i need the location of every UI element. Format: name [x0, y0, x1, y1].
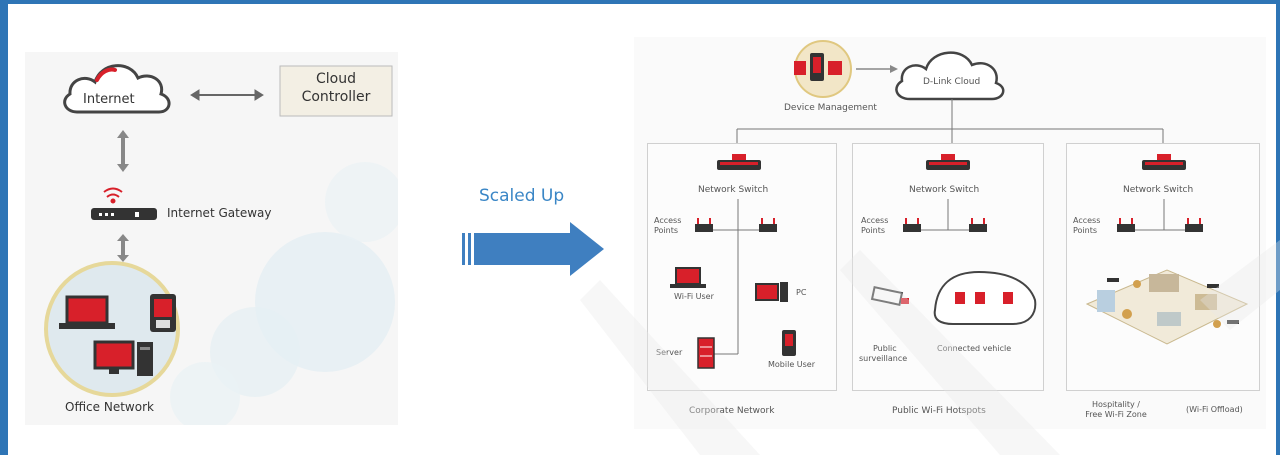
scaled-network-panel: Device Management D-Link Cloud	[634, 37, 1266, 429]
public-wifi-column: Network Switch Access Points Public surv…	[852, 143, 1044, 391]
hospitality-caption-1: Hospitality /	[1092, 400, 1140, 409]
dlink-cloud-icon	[895, 51, 1005, 101]
hospitality-zone-icon	[1085, 269, 1249, 345]
connected-vehicle-icon	[933, 270, 1037, 325]
server-icon	[697, 337, 715, 369]
device-management-label: Device Management	[784, 103, 877, 113]
access-points-label-1: Access	[861, 216, 889, 225]
device-management-icon	[794, 40, 852, 98]
surveillance-label-2: surveillance	[859, 354, 908, 363]
cloud-controller-label-1: Cloud	[316, 71, 356, 87]
dlink-cloud-label: D-Link Cloud	[923, 77, 981, 87]
laptop-icon	[59, 295, 115, 329]
access-points-label-2: Points	[861, 226, 886, 235]
network-switch-label: Network Switch	[1123, 185, 1194, 195]
corporate-network-caption: Corporate Network	[689, 406, 775, 416]
desktop-pc-icon	[93, 340, 153, 376]
access-points-label-2: Points	[654, 226, 679, 235]
pc-label: PC	[796, 288, 807, 297]
access-point-icon	[759, 218, 777, 232]
mobile-user-label: Mobile User	[768, 360, 816, 369]
access-points-label-2: Points	[1073, 226, 1098, 235]
network-switch-icon	[926, 154, 970, 170]
hospitality-column: Network Switch Access Points	[1066, 143, 1260, 391]
access-point-icon	[695, 218, 713, 232]
server-label: Server	[656, 348, 683, 357]
cloud-controller-box	[279, 65, 393, 117]
access-points-label-1: Access	[1073, 216, 1101, 225]
gateway-label: Internet Gateway	[167, 206, 272, 220]
public-wifi-caption: Public Wi-Fi Hotspots	[892, 406, 986, 416]
wifi-offload-caption: (Wi-Fi Offload)	[1186, 405, 1243, 414]
double-arrow-icon	[190, 89, 264, 101]
tablet-icon	[150, 294, 176, 332]
access-point-icon	[969, 218, 987, 232]
wifi-user-label: Wi-Fi User	[674, 292, 714, 301]
cloud-controller-label-2: Controller	[301, 89, 371, 105]
wifi-icon	[103, 187, 123, 204]
network-switch-icon	[717, 154, 761, 170]
pc-icon	[755, 282, 788, 302]
scaled-up-arrow-icon	[462, 222, 604, 276]
mobile-phone-icon	[782, 330, 796, 356]
scaled-network-diagram	[736, 40, 1164, 143]
network-switch-label: Network Switch	[698, 185, 769, 195]
access-point-icon	[1185, 218, 1203, 232]
scaled-up-label: Scaled Up	[479, 186, 565, 206]
corporate-network-column: Network Switch Access Points Wi-Fi User …	[647, 143, 837, 391]
access-points-label-1: Access	[654, 216, 682, 225]
hospitality-caption-2: Free Wi-Fi Zone	[1085, 410, 1147, 419]
access-point-icon	[903, 218, 921, 232]
internet-cloud-icon	[63, 64, 171, 114]
access-point-icon	[1117, 218, 1135, 232]
surveillance-camera-icon	[870, 286, 909, 306]
wifi-user-laptop-icon	[670, 267, 706, 288]
office-network-label: Office Network	[65, 400, 154, 414]
connected-vehicle-label: Connected vehicle	[937, 344, 1012, 353]
vertical-arrow-icon	[117, 130, 129, 172]
office-network-diagram	[44, 64, 398, 425]
office-network-panel: Internet Cloud Controller Internet Gatew…	[25, 52, 398, 425]
surveillance-label-1: Public	[873, 344, 897, 353]
vertical-arrow-small-icon	[117, 234, 129, 262]
network-switch-icon	[1142, 154, 1186, 170]
internet-label: Internet	[83, 92, 135, 107]
gateway-router-icon	[91, 208, 157, 220]
network-switch-label: Network Switch	[909, 185, 980, 195]
